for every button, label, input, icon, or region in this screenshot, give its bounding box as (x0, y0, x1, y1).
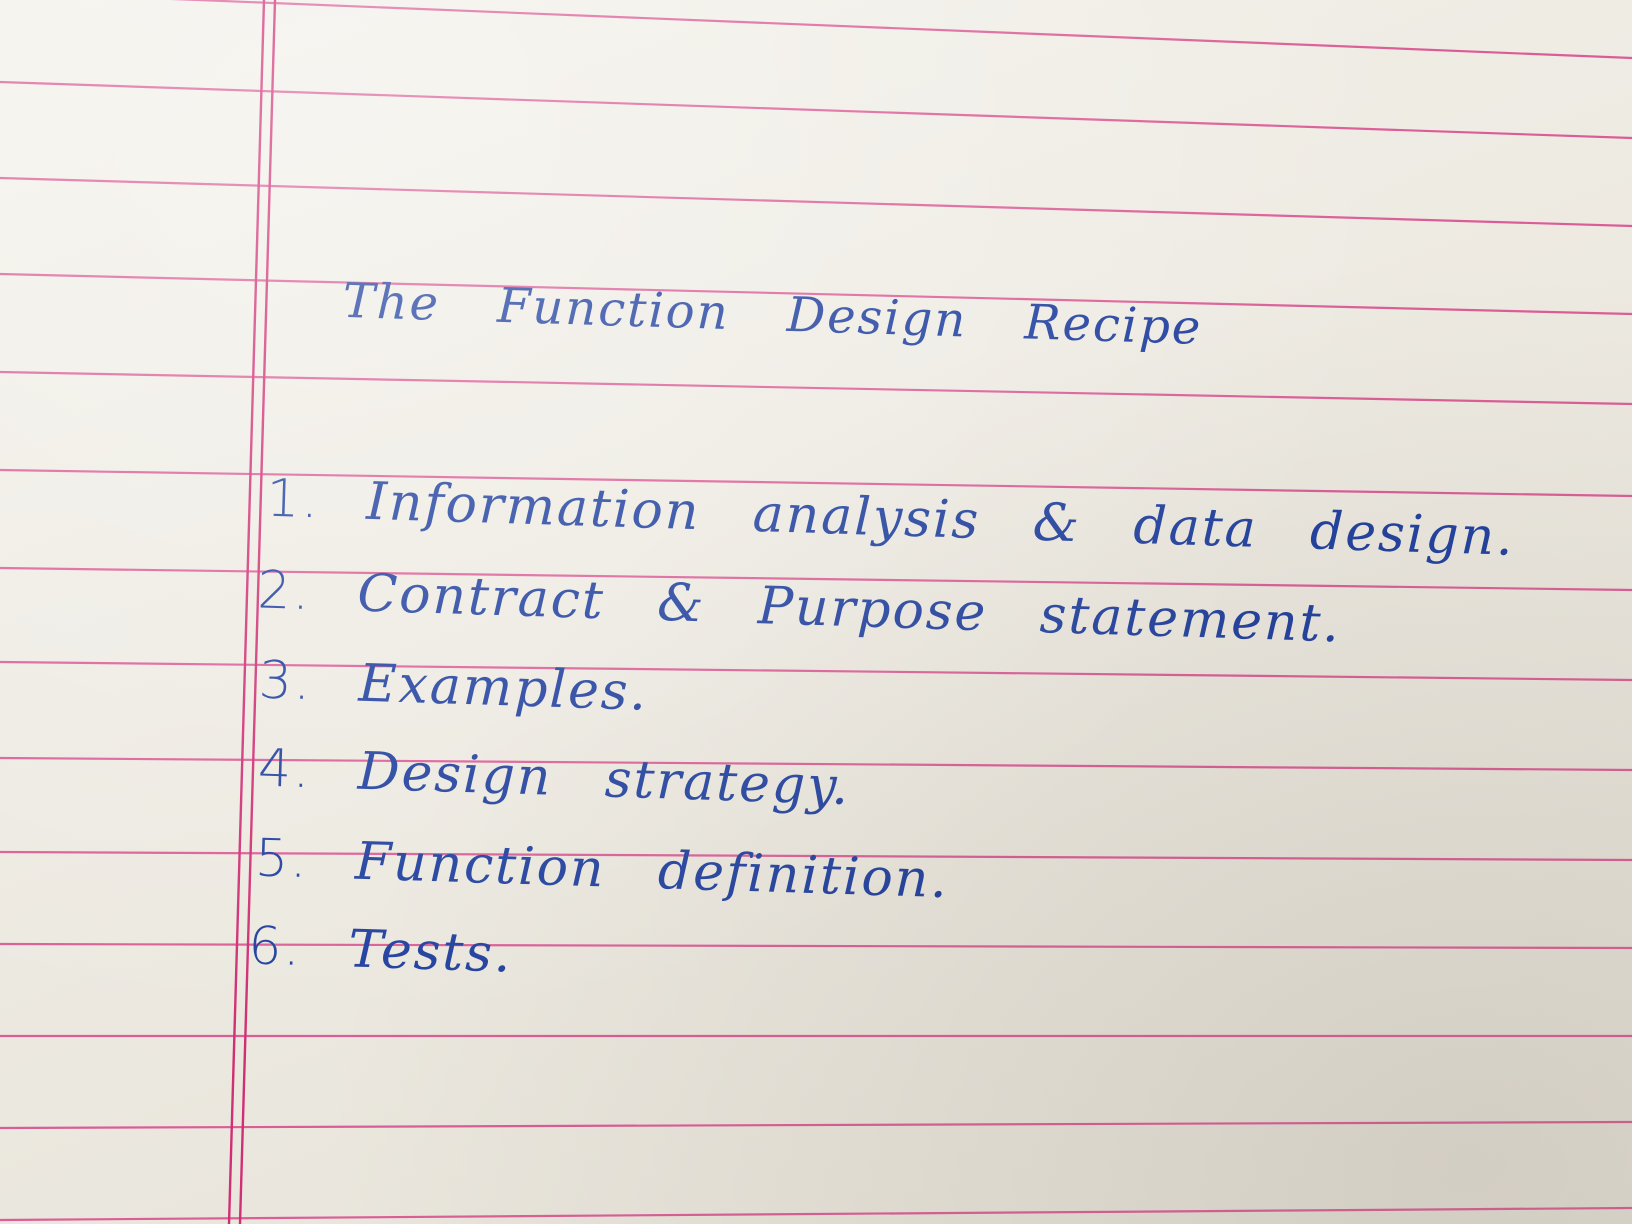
step-text: Design strategy. (356, 741, 852, 818)
rule-line (0, 566, 1632, 592)
rule-line (170, 0, 1632, 60)
rule-line (0, 1120, 1632, 1130)
rule-line (0, 1206, 1632, 1222)
rule-line (0, 850, 1632, 862)
rule-line (0, 176, 1632, 228)
step-3: 3. Examples. (258, 650, 649, 722)
step-text: Information analysis & data design. (365, 471, 1516, 568)
margin-line (227, 0, 266, 1224)
page-title: The Function Design Recipe (341, 272, 1204, 356)
step-5: 5. Function definition. (254, 828, 949, 910)
rule-line (0, 942, 1632, 950)
step-text: Contract & Purpose statement. (356, 563, 1342, 655)
rule-line (0, 756, 1632, 772)
step-1: 1. Information analysis & data design. (266, 469, 1516, 568)
rule-line (0, 468, 1632, 498)
step-text: Examples. (357, 653, 650, 723)
step-text: Tests. (347, 919, 514, 985)
step-number: 6. (247, 916, 303, 978)
step-number: 5. (254, 828, 310, 891)
rule-line (0, 272, 1632, 316)
step-4: 4. Design strategy. (257, 738, 851, 817)
step-2: 2. Contract & Purpose statement. (257, 560, 1342, 654)
step-text: Function definition. (354, 831, 950, 911)
step-6: 6. Tests. (247, 916, 513, 984)
step-number: 4. (257, 738, 313, 801)
rule-line (0, 660, 1632, 682)
step-number: 3. (257, 650, 314, 713)
rule-line (0, 370, 1632, 406)
step-number: 2. (256, 560, 313, 623)
margin-line (238, 0, 277, 1224)
step-number: 1. (265, 468, 322, 531)
